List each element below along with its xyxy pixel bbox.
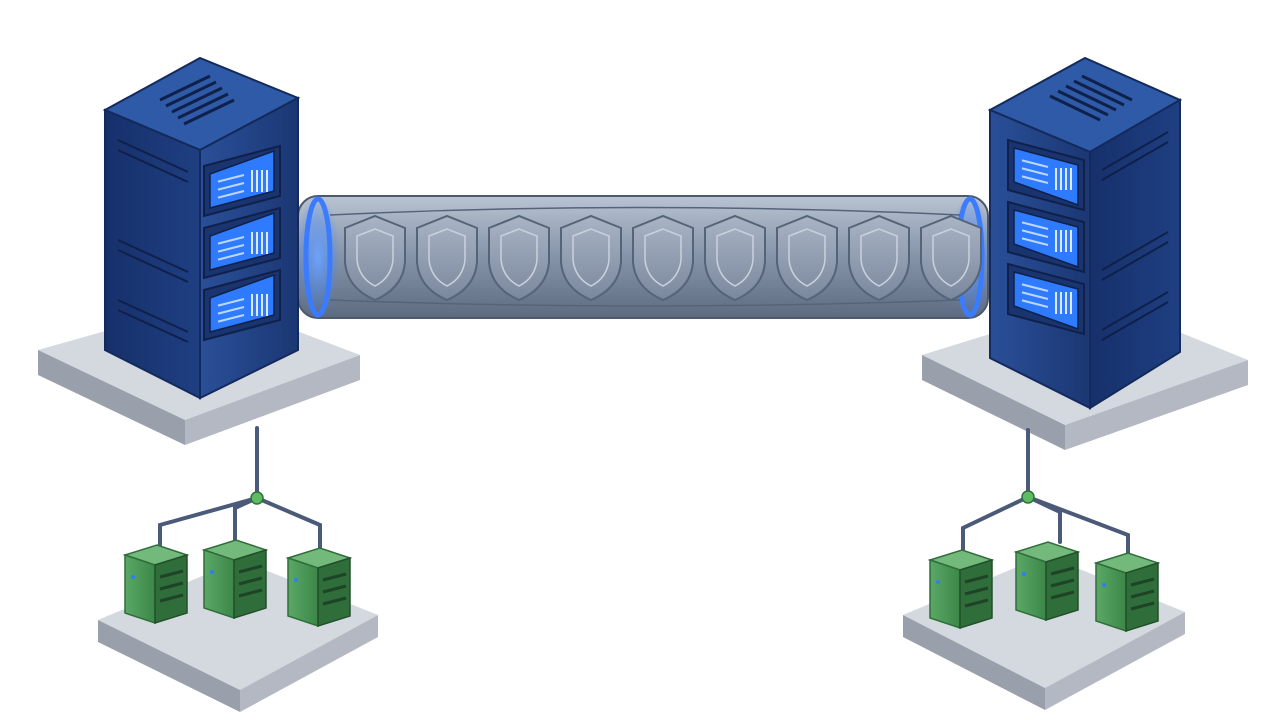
server-node-icon [1013,541,1081,622]
shield-icon [416,214,478,302]
left-server-unit [203,268,281,342]
server-node-icon [285,547,353,628]
right-server-unit [1007,262,1085,336]
right-server-rack [987,56,1183,410]
server-node-icon [201,539,269,620]
server-node-icon [927,549,995,630]
right-server-unit [1007,200,1085,274]
shield-icon [632,214,694,302]
right-client-nodes [927,541,1161,633]
shield-icon [848,214,910,302]
left-network-cables [158,426,322,550]
shield-icon [776,214,838,302]
left-server-rack [102,56,301,400]
right-network-cables [961,428,1130,557]
shield-icon [560,214,622,302]
left-rack-vent [159,74,235,126]
server-node-icon [1093,552,1161,633]
left-server-unit [203,206,281,280]
right-junction-node [1021,490,1035,504]
shield-icon [920,214,982,302]
encrypted-tunnel-icon [296,195,992,319]
shield-icon [704,214,766,302]
left-client-nodes [122,539,353,628]
left-server-unit [203,144,281,218]
server-node-icon [122,544,190,625]
shield-icon [344,214,406,302]
right-rack-vent [1049,74,1133,122]
left-junction-node [250,491,264,505]
right-server-unit [1007,138,1085,212]
shield-icon [488,214,550,302]
